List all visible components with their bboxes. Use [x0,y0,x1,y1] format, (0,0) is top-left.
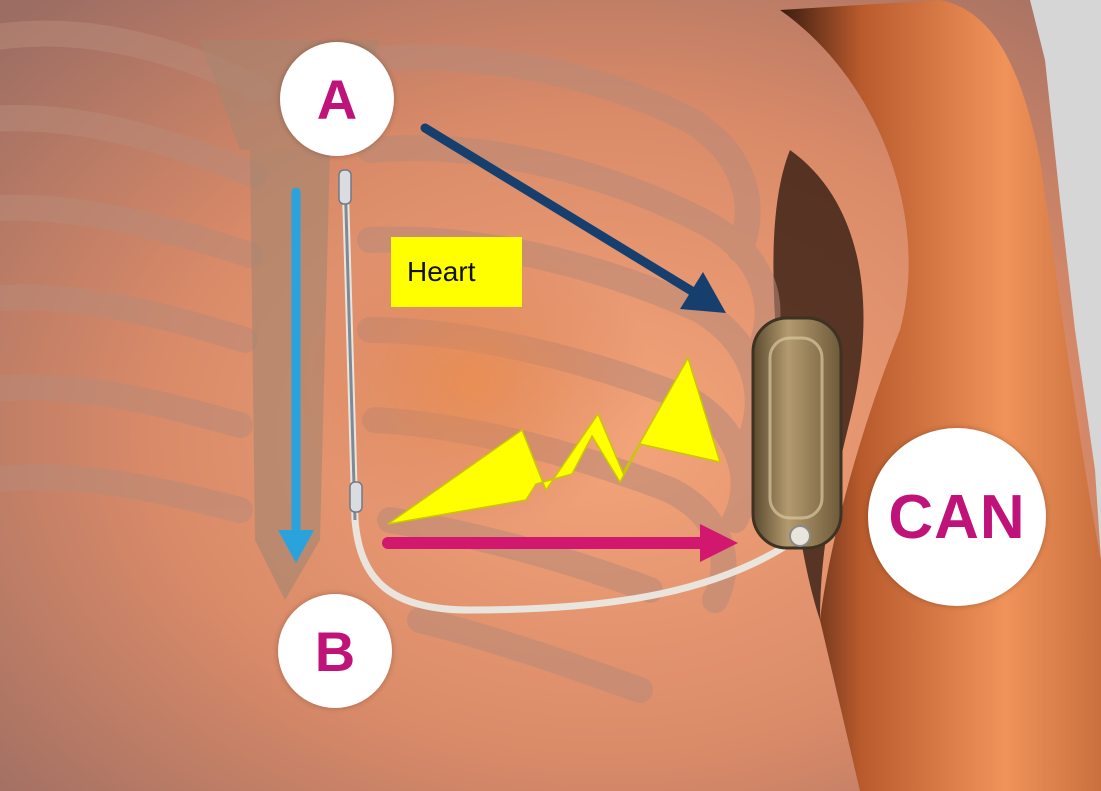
lead-tip-electrode [339,170,351,204]
electrode-a-label: A [280,42,394,156]
electrode-b-label: B [278,594,392,708]
defibrillator-can-icon [753,318,841,548]
can-label: CAN [868,428,1046,606]
lead-proximal-electrode [350,482,362,512]
heart-label: Heart [391,237,522,307]
